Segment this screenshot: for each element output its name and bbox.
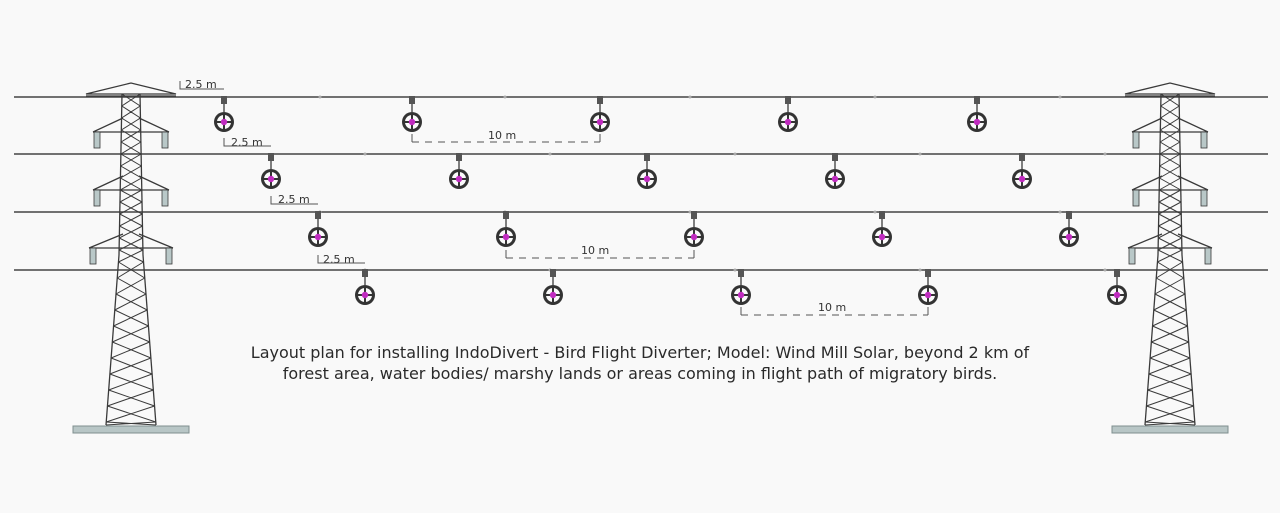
diverter-16: [355, 269, 375, 305]
spacing-label-1: 10 m: [488, 129, 516, 142]
spacing-dimension-3: [740, 307, 929, 316]
diverter-15: [1059, 211, 1079, 247]
offset-dimension-1: [179, 81, 224, 90]
diverter-1: [214, 96, 234, 132]
diverter-11: [308, 211, 328, 247]
diverter-6: [261, 153, 281, 189]
diverter-10: [1012, 153, 1032, 189]
diverter-17: [543, 269, 563, 305]
offset-label-1: 2.5 m: [185, 78, 217, 91]
dimension-annotations: 2.5 m 2.5 m 2.5 m 2.5 m 10 m 10 m 10 m: [179, 78, 929, 316]
diverter-8: [637, 153, 657, 189]
diverter-2: [402, 96, 422, 132]
offset-label-3: 2.5 m: [278, 193, 310, 206]
diverter-13: [684, 211, 704, 247]
offset-label-2: 2.5 m: [231, 136, 263, 149]
diverter-18: [731, 269, 751, 305]
diverter-19: [918, 269, 938, 305]
spacing-label-3: 10 m: [818, 301, 846, 314]
bird-flight-diverters: [214, 96, 1127, 305]
transmission-towers: [72, 82, 1229, 434]
caption-line-2: forest area, water bodies/ marshy lands …: [282, 364, 998, 383]
diagram-caption: Layout plan for installing IndoDivert - …: [150, 342, 1130, 384]
caption-line-1: Layout plan for installing IndoDivert - …: [250, 343, 1030, 362]
spacing-dimension-1: [411, 134, 601, 143]
diverter-7: [449, 153, 469, 189]
offset-dimension-4: [317, 255, 365, 264]
offset-dimension-2: [223, 138, 271, 147]
tower-1: [72, 82, 190, 434]
diverter-12: [496, 211, 516, 247]
diverter-3: [590, 96, 610, 132]
diverter-9: [825, 153, 845, 189]
tower-2: [1111, 82, 1229, 434]
diverter-5: [967, 96, 987, 132]
spacing-dimension-2: [505, 250, 695, 259]
diverter-4: [778, 96, 798, 132]
diverter-20: [1107, 269, 1127, 305]
offset-label-4: 2.5 m: [323, 253, 355, 266]
offset-dimension-3: [270, 196, 318, 205]
diverter-14: [872, 211, 892, 247]
spacing-label-2: 10 m: [581, 244, 609, 257]
